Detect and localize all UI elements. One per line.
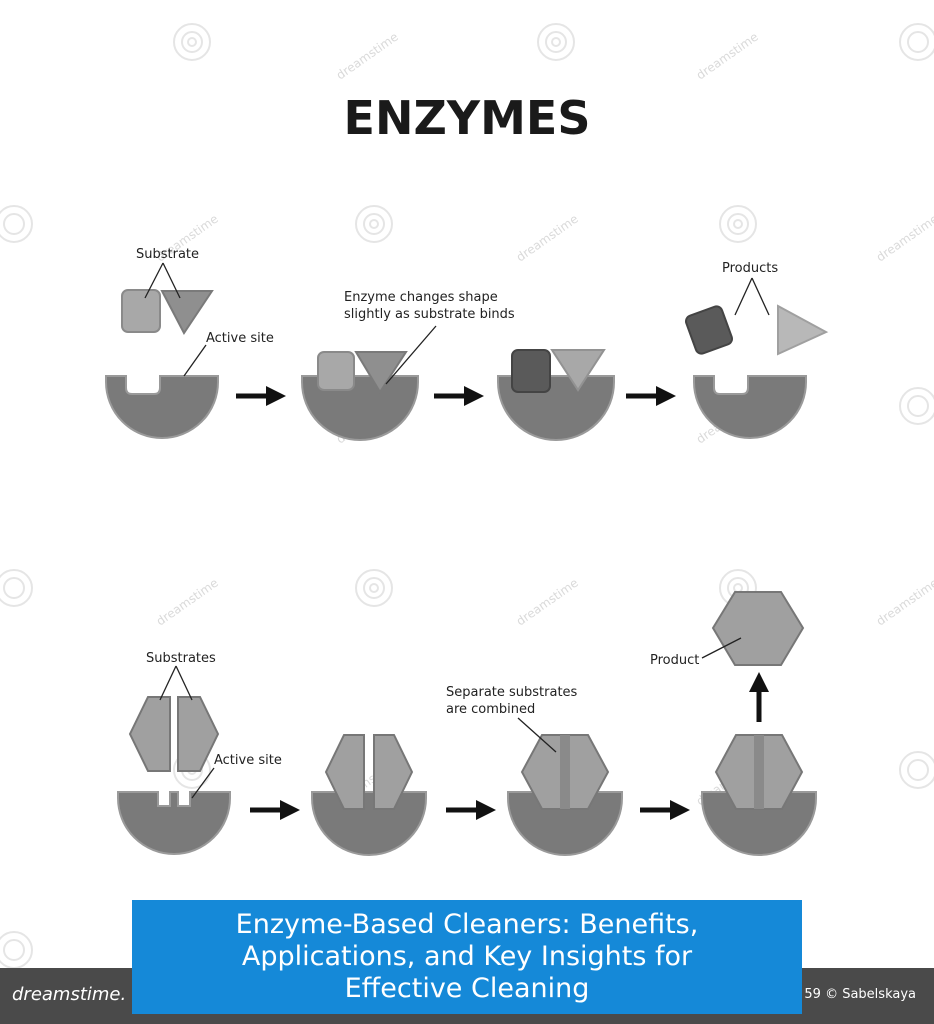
substrate-square (121, 289, 161, 333)
product-square (684, 305, 734, 355)
pointer-line (175, 665, 193, 701)
substrate-bond (560, 735, 570, 809)
substrate-triangle (550, 349, 606, 392)
label-are-combined: are combined (446, 702, 535, 717)
label-active-site: Active site (206, 331, 274, 346)
label-products: Products (722, 261, 778, 276)
label-enzyme-changes-2: slightly as substrate binds (344, 307, 515, 322)
enzyme-shape (117, 791, 231, 855)
label-enzyme-changes: Enzyme changes shape (344, 290, 498, 305)
pointer-line (751, 277, 770, 316)
substrate-square-dark (511, 349, 551, 393)
footer-credit: 59 © Sabelskaya (804, 987, 916, 1002)
pointer-line (191, 767, 215, 799)
label-substrate: Substrate (136, 247, 199, 262)
substrate-half-right (177, 696, 220, 772)
pointer-line (385, 325, 437, 385)
label-separate-substrates: Separate substrates (446, 685, 578, 700)
enzyme-shape (105, 375, 219, 439)
pointer-line (517, 717, 557, 753)
caption-banner: Enzyme-Based Cleaners: Benefits, Applica… (132, 900, 802, 1014)
product-triangle (777, 304, 829, 356)
substrate-square (317, 351, 355, 391)
pointer-line (162, 262, 181, 299)
pointer-line (734, 277, 753, 316)
product-hexagon (711, 591, 805, 666)
enzyme-shape (693, 375, 807, 439)
pointer-line (159, 665, 177, 701)
enzyme-shape (701, 791, 817, 856)
watermark-text: dreamstime (874, 212, 934, 265)
pointer-line (144, 262, 164, 299)
substrate-half-left (128, 696, 171, 772)
label-product: Product (650, 653, 699, 668)
substrate-triangle (354, 351, 408, 394)
substrate-half-left (324, 734, 365, 810)
label-active-site-2: Active site (214, 753, 282, 768)
watermark-text: dreamstime (154, 576, 221, 629)
label-substrates: Substrates (146, 651, 216, 666)
watermark-text: dreamstime (514, 212, 581, 265)
enzyme-shape (507, 791, 623, 856)
enzyme-shape (311, 791, 427, 856)
substrate-half-right (373, 734, 414, 810)
enzyme-shape (301, 375, 419, 441)
watermark-text: dreamstime (694, 30, 761, 83)
pointer-line (183, 344, 207, 377)
watermark-text: dreamstime (514, 576, 581, 629)
watermark-text: dreamstime (334, 30, 401, 83)
watermark-text: dreamstime (874, 576, 934, 629)
substrate-bond (754, 735, 764, 809)
pointer-line (701, 637, 742, 659)
page-title: ENZYMES (344, 91, 591, 145)
footer-brand: dreamstime. (12, 984, 127, 1005)
caption-text: Enzyme-Based Cleaners: Benefits, Applica… (235, 909, 699, 1004)
substrate-triangle (160, 290, 214, 335)
